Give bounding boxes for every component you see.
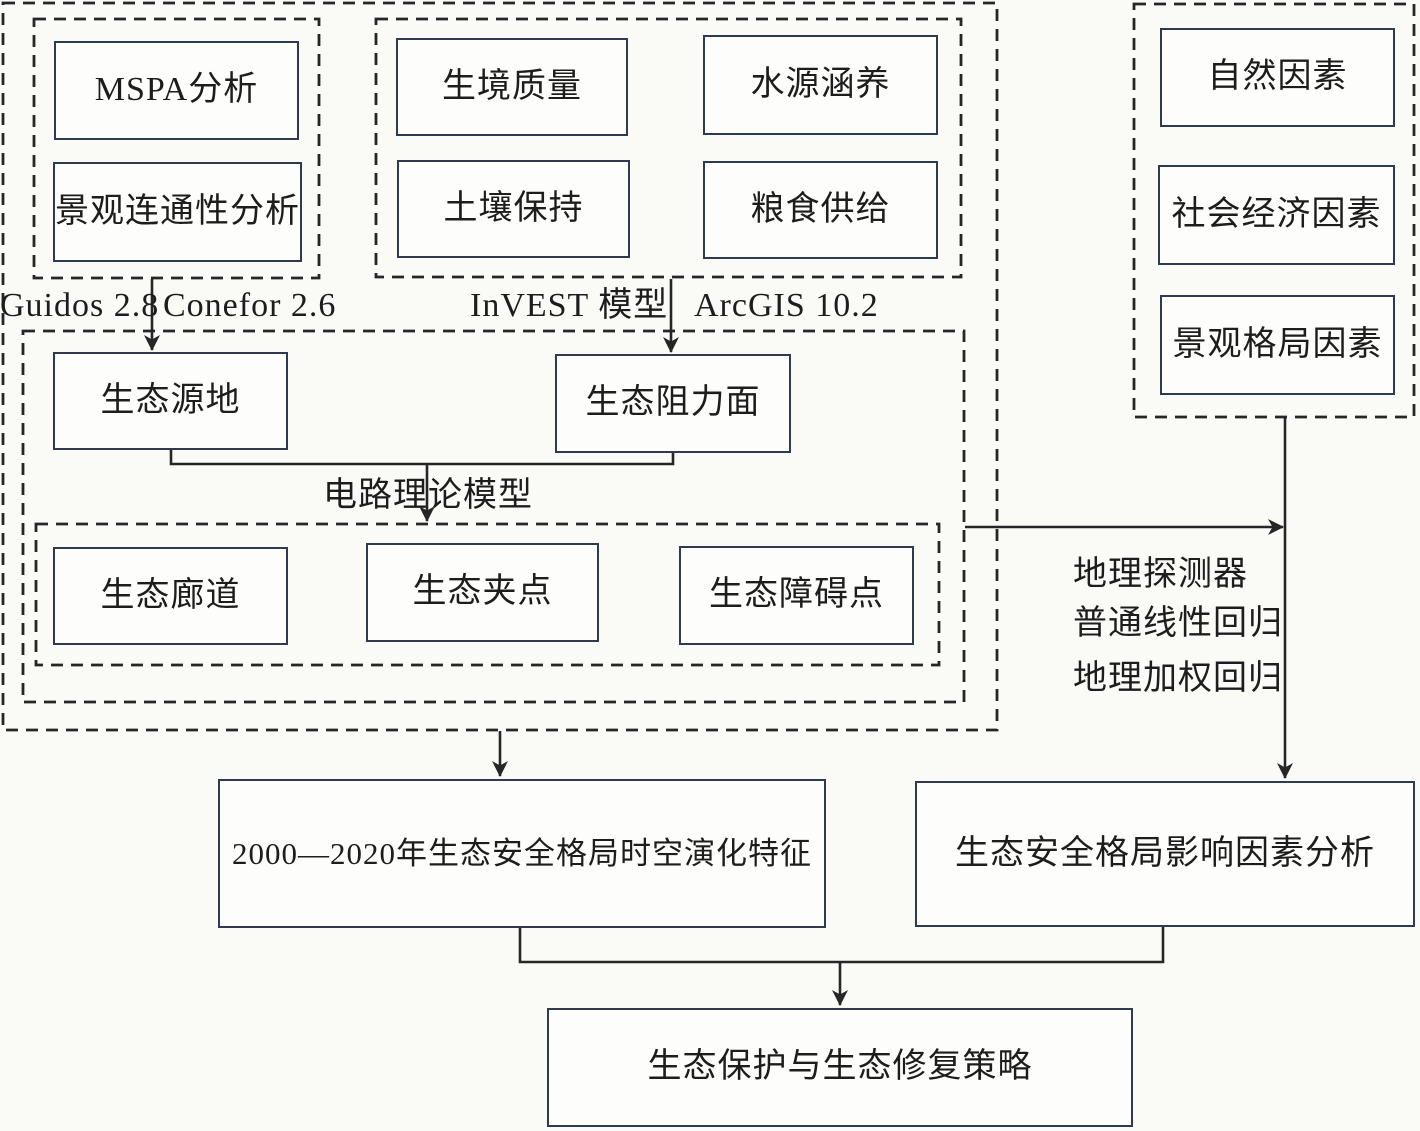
arcgis-label: ArcGIS 10.2 [694, 287, 879, 324]
gwr-regression-label: 地理加权回归 [1073, 660, 1283, 697]
mspa-analysis-box: MSPA分析 [54, 41, 299, 140]
connector-source-resistance-merge [169, 450, 675, 466]
water-conservation-box: 水源涵养 [703, 35, 938, 135]
pattern-dashed-group [21, 329, 966, 704]
socioeconomic-factors-box: 社会经济因素 [1158, 165, 1395, 265]
landscape-pattern-factors-box: 景观格局因素 [1160, 295, 1395, 395]
ecological-pinch-point-box: 生态夹点 [366, 543, 599, 642]
soil-retention-box: 土壤保持 [397, 160, 630, 258]
guidos-label: Guidos 2.8 [0, 287, 160, 324]
protection-restoration-strategy-box: 生态保护与生态修复策略 [547, 1008, 1133, 1127]
landscape-connectivity-box: 景观连通性分析 [53, 162, 302, 262]
ols-regression-label: 普通线性回归 [1073, 605, 1283, 642]
factors-dashed-group [1132, 2, 1416, 419]
geo-detector-label: 地理探测器 [1073, 556, 1248, 593]
natural-factors-box: 自然因素 [1160, 28, 1395, 127]
food-supply-box: 粮食供给 [703, 161, 938, 259]
circuit-theory-label: 电路理论模型 [323, 477, 533, 514]
mspa-dashed-group [32, 17, 321, 280]
influencing-factors-analysis-box: 生态安全格局影响因素分析 [915, 781, 1415, 927]
habitat-quality-box: 生境质量 [396, 38, 628, 136]
connector-bottom-merge [518, 927, 1165, 964]
corridor-dashed-group [34, 522, 941, 667]
ecological-source-box: 生态源地 [53, 352, 288, 450]
ecological-barrier-point-box: 生态障碍点 [679, 546, 914, 645]
conefor-label: Conefor 2.6 [163, 287, 337, 324]
ecological-resistance-box: 生态阻力面 [555, 354, 791, 453]
spatiotemporal-evolution-box: 2000—2020年生态安全格局时空演化特征 [218, 779, 826, 928]
invest-label: InVEST 模型 [470, 287, 669, 324]
ecological-corridor-box: 生态廊道 [53, 547, 288, 645]
